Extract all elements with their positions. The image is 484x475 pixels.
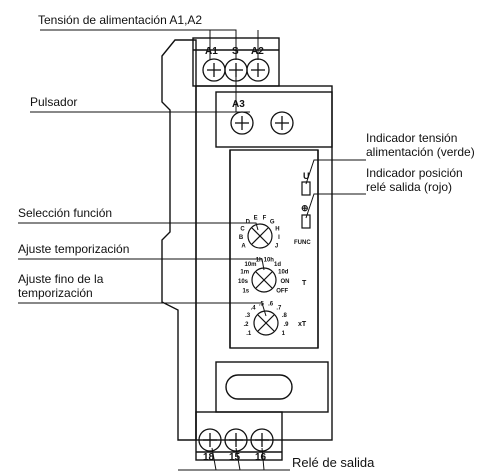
fine-dial-label-3: .4 bbox=[251, 306, 257, 312]
callout-function-select: Selección función bbox=[18, 206, 113, 220]
fine-dial-label-1: .2 bbox=[243, 322, 249, 328]
callout-supply-voltage: Tensión de alimentación A1,A2 bbox=[38, 13, 203, 27]
led-relay-symbol: ⊕ bbox=[301, 203, 309, 213]
callout-supply-led-2: alimentación (verde) bbox=[366, 145, 475, 159]
terminal-label-15: 15 bbox=[229, 452, 241, 463]
function-dial-label-0: A bbox=[241, 244, 246, 250]
terminal-label-A2: A2 bbox=[251, 46, 264, 57]
time-dial-label-8: ON bbox=[281, 279, 290, 285]
din-rail-profile bbox=[161, 39, 197, 441]
function-dial-label-6: G bbox=[270, 219, 275, 225]
func-label: FUNC bbox=[294, 240, 311, 246]
callout-time-setting: Ajuste temporización bbox=[18, 242, 130, 256]
function-dial-label-5: F bbox=[263, 216, 267, 222]
terminal-label-S: S bbox=[232, 46, 239, 57]
fine-dial-labels: .1 .2 .3.4.5.6.7.8 .9 1 bbox=[243, 302, 289, 338]
time-dial-label-5: 10h bbox=[264, 258, 275, 264]
function-dial-label-9: J bbox=[275, 244, 278, 250]
xt-label: xT bbox=[298, 321, 307, 328]
callout-fine-time-2: temporización bbox=[18, 286, 93, 300]
time-dial-label-3: 10m bbox=[244, 262, 256, 268]
supply-led bbox=[301, 181, 311, 196]
time-dial-label-1: 10s bbox=[238, 279, 249, 285]
callout-supply-led-1: Indicador tensión bbox=[366, 131, 458, 145]
fine-dial-label-8: .9 bbox=[283, 322, 289, 328]
fine-dial-label-6: .7 bbox=[276, 306, 282, 312]
fine-dial-label-7: .8 bbox=[282, 313, 288, 319]
terminal-label-A1: A1 bbox=[205, 46, 218, 57]
function-dial-label-1: B bbox=[239, 235, 244, 241]
fine-time-dial bbox=[253, 310, 279, 336]
terminal-label-18: 18 bbox=[203, 452, 215, 463]
callout-relay-led-1: Indicador posición bbox=[366, 166, 463, 180]
fine-dial-label-2: .3 bbox=[245, 313, 251, 319]
fine-dial-label-4: .5 bbox=[259, 302, 265, 308]
bottom-screws bbox=[198, 428, 274, 452]
function-dial-label-7: H bbox=[275, 227, 279, 233]
function-dial-label-8: I bbox=[278, 235, 280, 241]
function-dial bbox=[247, 223, 273, 249]
fine-dial-label-5: .6 bbox=[268, 302, 274, 308]
terminal-label-16: 16 bbox=[255, 452, 267, 463]
time-dial-label-2: 1m bbox=[240, 270, 249, 276]
time-dial-label-9: OFF bbox=[276, 289, 288, 295]
time-dial bbox=[251, 267, 277, 293]
function-dial-label-3: D bbox=[246, 219, 251, 225]
callout-relay-led-2: relé salida (rojo) bbox=[366, 180, 453, 194]
function-dial-label-2: C bbox=[240, 227, 245, 233]
callout-push-button: Pulsador bbox=[30, 95, 78, 109]
t-label: T bbox=[302, 280, 307, 287]
a3-screws bbox=[230, 111, 294, 135]
bottom-terminal-block bbox=[195, 411, 283, 461]
time-dial-label-6: 1d bbox=[274, 262, 281, 268]
time-dial-label-0: 1s bbox=[242, 289, 249, 295]
terminal-label-A3: A3 bbox=[232, 99, 245, 110]
time-dial-label-4: 1h bbox=[256, 258, 263, 264]
callout-fine-time-1: Ajuste fino de la bbox=[18, 272, 104, 286]
fine-dial-label-9: 1 bbox=[282, 331, 286, 337]
callout-output-relay: Relé de salida bbox=[292, 455, 375, 470]
function-dial-label-4: E bbox=[254, 216, 258, 222]
lower-recess bbox=[215, 361, 329, 413]
fine-dial-label-0: .1 bbox=[246, 331, 252, 337]
relay-led bbox=[301, 214, 311, 229]
leader-lines bbox=[18, 29, 366, 471]
led-supply-label: U bbox=[303, 171, 310, 181]
time-dial-label-7: 10d bbox=[278, 270, 289, 276]
